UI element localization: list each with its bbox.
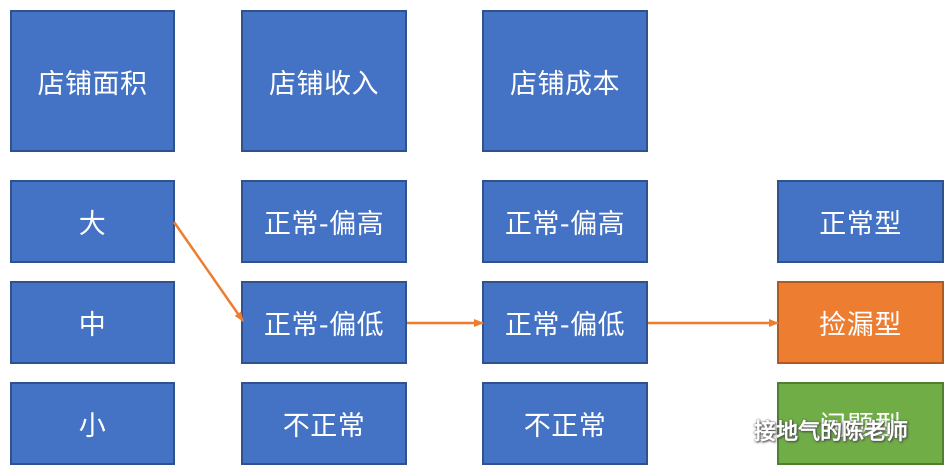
type-problem: 问题型 (777, 382, 944, 465)
area-medium: 中 (10, 281, 175, 364)
revenue-normal-low: 正常-偏低 (241, 281, 407, 364)
type-normal: 正常型 (777, 180, 944, 263)
revenue-normal-high: 正常-偏高 (241, 180, 407, 263)
arrow-large-to-revenue-low (172, 221, 245, 322)
type-bargain: 捡漏型 (777, 281, 944, 364)
area-large: 大 (10, 180, 175, 263)
watermark: 接地气的陈老师 (712, 414, 908, 446)
revenue-abnormal: 不正常 (241, 382, 407, 465)
area-small: 小 (10, 382, 175, 465)
cost-abnormal: 不正常 (482, 382, 648, 465)
header-revenue: 店铺收入 (241, 10, 407, 152)
wechat-icon (712, 416, 747, 442)
header-cost: 店铺成本 (482, 10, 648, 152)
cost-normal-high: 正常-偏高 (482, 180, 648, 263)
cost-normal-low: 正常-偏低 (482, 281, 648, 364)
watermark-text: 接地气的陈老师 (754, 420, 909, 445)
header-area: 店铺面积 (10, 10, 175, 152)
